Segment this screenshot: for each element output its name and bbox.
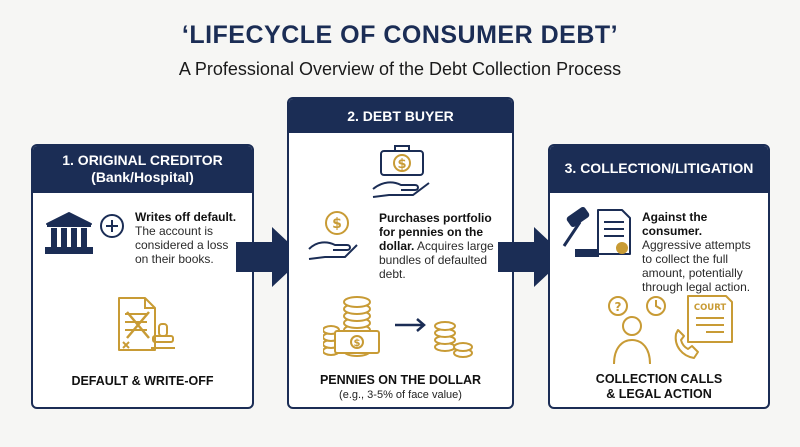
svg-text:$: $	[332, 216, 342, 232]
bank-icon	[45, 212, 93, 254]
stage-collection-litigation-card: 3. COLLECTION/LITIGATION Against the con…	[548, 144, 770, 409]
stage-description-text: Aggressive attempts to collect the full …	[642, 238, 751, 294]
stage-title: 1. ORIGINAL CREDITOR	[62, 152, 223, 168]
coin-stacks-icon	[434, 321, 473, 358]
svg-text:$: $	[354, 338, 361, 349]
cash-bill-icon: $	[334, 330, 380, 354]
page-subtitle: A Professional Overview of the Debt Coll…	[178, 59, 622, 79]
stage-description-bold: Purchases portfolio for pennies on the d…	[379, 211, 492, 253]
stage-footer-line2: & LEGAL ACTION	[606, 387, 712, 401]
stage-description-bold: Writes off default.	[135, 210, 237, 224]
stage-footer-line1: COLLECTION CALLS	[595, 372, 723, 386]
court-label: COURT	[694, 303, 727, 313]
stage-description-text: Acquires large bundles of defaulted debt…	[379, 239, 494, 281]
stage-description-text: The account is considered a loss on thei…	[135, 224, 229, 266]
confused-person-icon: ?	[608, 296, 651, 365]
stage-description-bold: Against the consumer.	[642, 210, 708, 238]
stage-footer: PENNIES ON THE DOLLAR	[319, 373, 482, 387]
arrow-right-icon	[395, 318, 426, 332]
stage-footer: DEFAULT & WRITE-OFF	[71, 374, 214, 388]
stage-description: Purchases portfolio for pennies on the d…	[379, 211, 509, 281]
stage-subtitle: (Bank/Hospital)	[91, 169, 194, 185]
stage-original-creditor-card: 1. ORIGINAL CREDITOR (Bank/Hospital) Wri…	[31, 144, 254, 409]
plus-circle-icon	[100, 214, 124, 238]
svg-text:$: $	[397, 157, 406, 172]
briefcase-dollar-icon: $	[372, 145, 430, 198]
clock-icon	[646, 296, 666, 316]
crossed-document-icon	[118, 297, 156, 351]
stage-title: 3. COLLECTION/LITIGATION	[550, 146, 768, 193]
stage-debt-buyer-card: 2. DEBT BUYER $ $ Purchases portfolio fo…	[287, 97, 514, 409]
stage-footer-note: (e.g., 3-5% of face value)	[339, 389, 462, 401]
stage-description: Against the consumer. Aggressive attempt…	[642, 210, 762, 294]
legal-document-icon	[597, 209, 631, 255]
gavel-icon	[562, 206, 599, 257]
stamp-icon	[151, 323, 175, 349]
page-title: ‘LIFECYCLE OF CONSUMER DEBT’	[181, 21, 619, 49]
stage-description: Writes off default. The account is consi…	[135, 210, 245, 266]
court-document-icon: COURT	[687, 295, 733, 343]
stage-title: 2. DEBT BUYER	[289, 99, 512, 133]
svg-text:?: ?	[615, 300, 622, 314]
stage-footer: COLLECTION CALLS & LEGAL ACTION	[550, 372, 768, 402]
hand-coin-icon: $	[308, 211, 358, 260]
stage-header: 1. ORIGINAL CREDITOR (Bank/Hospital)	[33, 146, 252, 193]
